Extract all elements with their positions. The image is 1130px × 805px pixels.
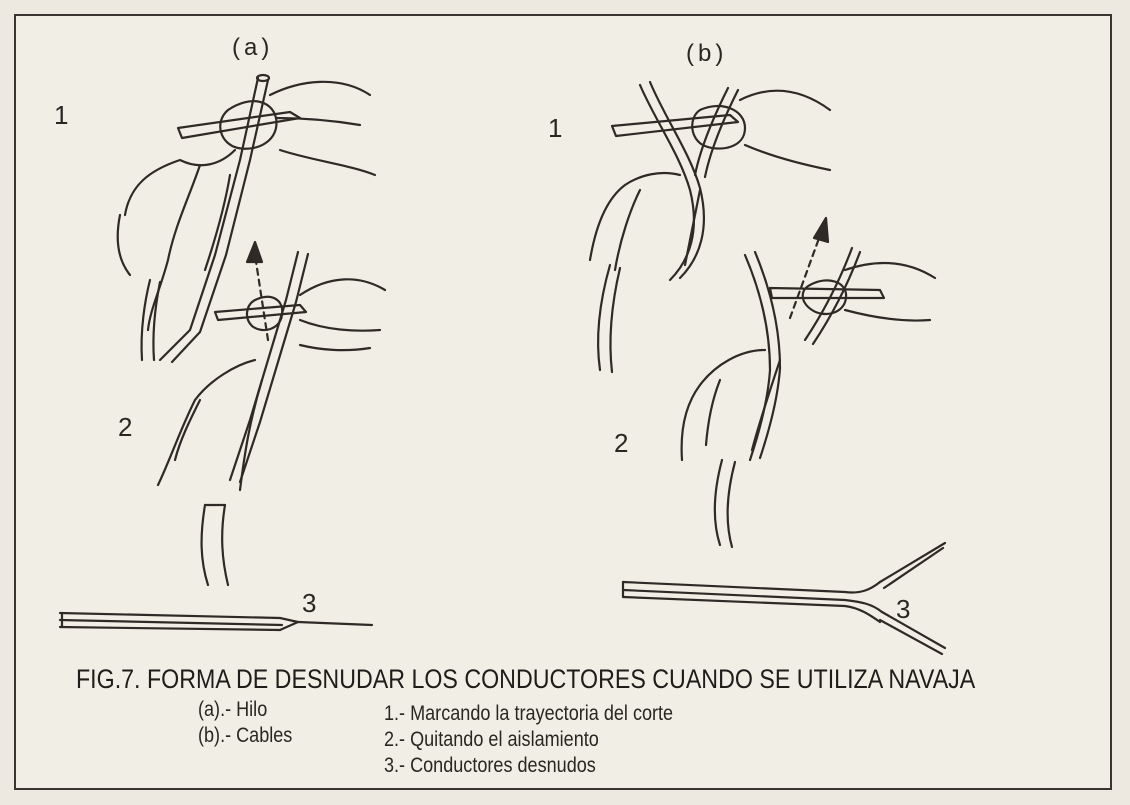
panel-a-label: (a) [232, 34, 273, 62]
hand-pull-icon-a2 [158, 242, 385, 585]
step-number-a3: 3 [302, 588, 316, 619]
legend-item: (b).- Cables [198, 723, 292, 749]
step-number-b1: 1 [548, 113, 562, 144]
hand-knife-icon-a1 [118, 75, 375, 362]
step-number-a1: 1 [54, 100, 68, 131]
legend-item: 2.- Quitando el aislamiento [384, 727, 673, 753]
panel-b-label: (b) [686, 40, 727, 68]
step-number-a2: 2 [118, 412, 132, 443]
step-number-b2: 2 [614, 428, 628, 459]
legend-steps: 1.- Marcando la trayectoria del corte 2.… [384, 701, 673, 779]
legend-item: (a).- Hilo [198, 697, 292, 723]
figure-caption: FIG.7. FORMA DE DESNUDAR LOS CONDUCTORES… [76, 664, 975, 695]
stripped-wire-icon-a3 [60, 613, 372, 630]
hand-knife-icon-b1 [590, 82, 830, 372]
step-number-b3: 3 [896, 594, 910, 625]
legend-item: 1.- Marcando la trayectoria del corte [384, 701, 673, 727]
legend-panels: (a).- Hilo (b).- Cables [198, 697, 292, 749]
legend-item: 3.- Conductores desnudos [384, 753, 673, 779]
hand-pull-icon-b2 [682, 218, 935, 547]
